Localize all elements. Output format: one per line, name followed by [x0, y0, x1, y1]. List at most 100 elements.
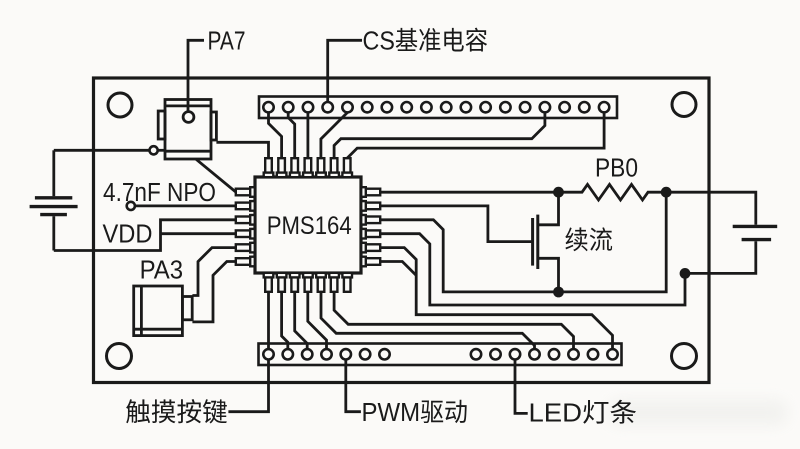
traces-right [380, 181, 778, 350]
pa3-pad-right-tab [180, 295, 194, 322]
pa3-touch-pad [132, 284, 194, 337]
chip-pin [303, 276, 313, 294]
trace-bottom-pin2 [280, 291, 290, 350]
trace-return-rail [380, 232, 687, 307]
bottom-header-hole [339, 347, 353, 361]
chip-pin [248, 185, 256, 198]
chip-pin [315, 171, 328, 179]
bottom-header-hole [488, 347, 502, 361]
bottom-header-hole [377, 347, 391, 361]
top-header-hole [261, 100, 275, 114]
chip-pin [316, 276, 326, 294]
junction-dot-source [553, 286, 564, 298]
bottom-header-holes-right [469, 347, 619, 361]
right-battery-symbol [666, 190, 778, 275]
chip-pin [277, 156, 287, 174]
bottom-header-strip [257, 342, 623, 367]
trace-join-pin6 [380, 260, 418, 277]
top-header-hole [419, 100, 433, 114]
mounting-hole-bottom-right [670, 342, 698, 370]
chip-pin [275, 271, 288, 279]
bottom-header-holes-left [261, 347, 391, 361]
top-header-hole [597, 100, 611, 114]
resistor-pb0 [558, 181, 667, 203]
top-header-hole [498, 100, 512, 114]
mosfet-source-lead [537, 256, 560, 292]
label-freewheel: 续流 [565, 227, 614, 255]
chip-pin [364, 187, 382, 197]
top-header-hole [538, 100, 552, 114]
chip-pin [277, 276, 287, 294]
left-capacitor-symbol [29, 150, 78, 251]
chip-pin [234, 229, 252, 239]
label-vdd: VDD [103, 221, 153, 249]
leader-led [513, 359, 528, 415]
chip-pin [364, 215, 382, 225]
chip-pin [301, 271, 314, 279]
top-header-hole [400, 100, 414, 114]
npo-terminal-node [125, 200, 137, 212]
chip-pin [288, 171, 301, 179]
trace-gate [380, 204, 532, 243]
chip-pin [341, 271, 354, 279]
bottom-header-hole [469, 347, 483, 361]
chip-pin [301, 171, 314, 179]
chip-pin [303, 156, 313, 174]
chip-pms164: PMS164 [234, 156, 382, 294]
mosfet-drain-lead [537, 192, 560, 227]
chip-pin [360, 241, 368, 254]
top-header-outline [257, 95, 619, 120]
chip-pin [341, 171, 354, 179]
chip-pin [264, 276, 274, 294]
chip-pin [315, 271, 328, 279]
bottom-header-hole [358, 347, 372, 361]
chip-pin [360, 255, 368, 268]
top-header-hole [479, 100, 493, 114]
chip-pin [248, 199, 256, 212]
wire-vdd-rail [53, 218, 236, 252]
traces-top [216, 111, 606, 160]
chip-pin [262, 171, 275, 179]
chip-pin [342, 276, 352, 294]
chip-pin [329, 156, 339, 174]
chip-pin [248, 241, 256, 254]
chip-pin [264, 156, 274, 174]
trace-bottom-pin6 [332, 291, 575, 350]
pa7-pad-left-tab [156, 109, 167, 141]
chip-pin [234, 215, 252, 225]
chip-pin [364, 257, 382, 267]
pa7-pad-button [181, 110, 196, 124]
top-header-hole [439, 100, 453, 114]
chip-pin [360, 199, 368, 212]
chip-pin [275, 171, 288, 179]
trace-top-hole2 [286, 112, 297, 159]
chip-pin [248, 255, 256, 268]
top-header-hole [380, 100, 394, 114]
top-header-holes [261, 100, 611, 114]
mounting-hole-top-right [670, 91, 698, 118]
chip-pin [234, 187, 252, 197]
chip-pin [234, 243, 252, 253]
chip-pin [364, 229, 382, 239]
trace-top-hole5 [319, 111, 349, 159]
watermark-smudge [608, 399, 788, 426]
chip-pin [329, 276, 339, 294]
chip-pin [290, 156, 300, 174]
chip-label: PMS164 [267, 212, 352, 240]
label-pa7: PA7 [208, 28, 246, 56]
trace-top-hole1 [267, 112, 283, 159]
battery-bottom-lead [685, 241, 758, 275]
top-header-hole [340, 100, 354, 114]
chip-pin [234, 257, 252, 267]
top-header-hole [558, 100, 572, 114]
top-header-hole [459, 100, 473, 114]
chip-pin [248, 213, 256, 226]
label-touch-keys: 触摸按键 [125, 399, 228, 427]
chip-pin [288, 271, 301, 279]
trace-pin-to-pa3-top [192, 246, 236, 297]
leader-pa7 [186, 38, 204, 112]
top-header-hole [281, 100, 295, 114]
traces-bottom [267, 291, 575, 350]
chip-pin [262, 271, 275, 279]
